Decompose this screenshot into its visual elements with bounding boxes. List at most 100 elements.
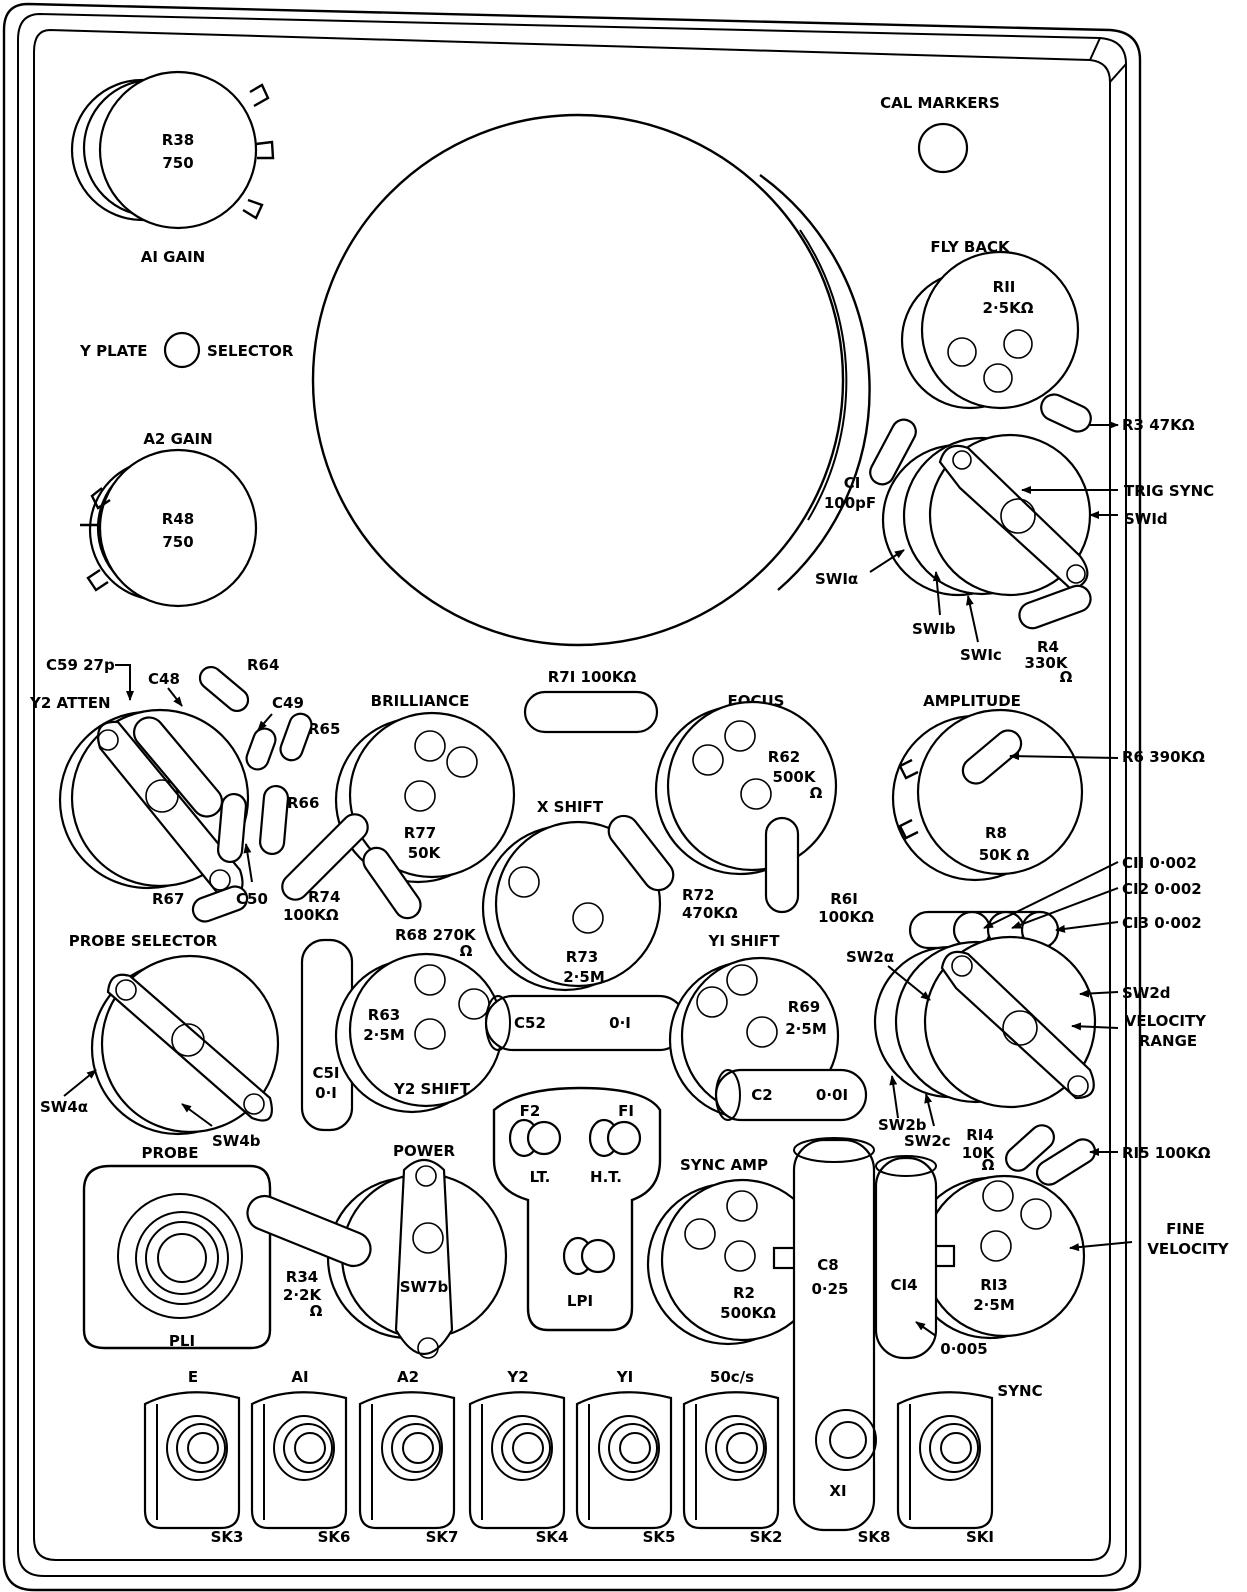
velocity-range-text-line2: RANGE <box>1139 1032 1197 1050</box>
socket-id-sk8: SK8 <box>858 1528 891 1546</box>
r65-label: R65 <box>308 720 340 738</box>
lp1-lamp[interactable] <box>562 1236 616 1276</box>
velocity-range-switch[interactable] <box>873 935 1097 1109</box>
r4-ohm: Ω <box>1060 668 1073 686</box>
r13-label: RI3 <box>980 1276 1008 1294</box>
r64-label: R64 <box>247 656 279 674</box>
r48-value: 750 <box>162 533 193 551</box>
sw1d-label: SWId <box>1124 510 1168 528</box>
velocity-range-text: VELOCITY <box>1125 1012 1207 1030</box>
socket-id-ski: SKI <box>966 1528 994 1546</box>
c48-label: C48 <box>148 670 180 688</box>
sw2d-label: SW2d <box>1122 984 1171 1002</box>
r71-resistor <box>523 690 659 734</box>
r68-ohm: Ω <box>460 942 473 960</box>
trig-sync-label: TRIG SYNC <box>1124 482 1214 500</box>
r74-value: 100KΩ <box>283 906 339 924</box>
r77-label: R77 <box>404 824 436 842</box>
velocity-range-label: VELOCITY RANGE <box>1125 1012 1212 1050</box>
sw1a-label: SWIα <box>815 570 858 588</box>
focus-pot[interactable]: R62 500K Ω <box>654 700 838 876</box>
a2-gain-pot[interactable]: R48 750 <box>80 448 258 608</box>
y2-shift-pot[interactable]: R63 2·5M Y2 SHIFT <box>334 952 504 1114</box>
power-switch[interactable] <box>242 1158 508 1359</box>
fly-back-pot[interactable]: RII 2·5KΩ <box>900 250 1080 410</box>
y-plate-label: Y PLATE <box>79 342 148 360</box>
ht-lamp[interactable] <box>588 1118 642 1158</box>
probe-connector-pl1[interactable] <box>82 1164 272 1350</box>
panel-frame <box>2 2 1142 1592</box>
lt-lamp[interactable] <box>508 1118 562 1158</box>
fine-velocity-text: FINE <box>1166 1220 1205 1238</box>
r62-label: R62 <box>768 748 800 766</box>
y-plate-selector-button[interactable] <box>163 331 201 369</box>
c13-label: CI3 0·002 <box>1122 914 1202 932</box>
cal-markers-label: CAL MARKERS <box>880 94 1000 112</box>
r4-resistor <box>1018 584 1092 630</box>
pl1-label: PLI <box>169 1332 195 1350</box>
sw1-switch[interactable] <box>881 433 1092 597</box>
r69-label: R69 <box>788 998 820 1016</box>
r63-label: R63 <box>368 1006 400 1024</box>
cal-markers-button[interactable] <box>917 122 969 174</box>
lp1-label: LPI <box>567 1292 593 1310</box>
fine-velocity-pot[interactable]: RI3 2·5M <box>908 1174 1086 1340</box>
r69-value: 2·5M <box>785 1020 827 1038</box>
sw2b-label: SW2b <box>878 1116 927 1134</box>
y1-shift-label: YI SHIFT <box>707 932 780 950</box>
c52-label: C52 <box>514 1014 546 1032</box>
r6-label: R6 390KΩ <box>1122 748 1205 766</box>
r11-label: RII <box>993 278 1016 296</box>
brilliance-pot[interactable]: R77 50K <box>334 711 516 884</box>
r72-value: 470KΩ <box>682 904 738 922</box>
x-shift-pot[interactable]: R73 2·5M <box>481 810 679 992</box>
probe-selector-switch[interactable] <box>90 954 280 1136</box>
r13-value: 2·5M <box>973 1296 1015 1314</box>
r71-label: R7I 100KΩ <box>548 668 637 686</box>
c49-label: C49 <box>272 694 304 712</box>
amplitude-pot[interactable]: R8 50K Ω <box>891 708 1084 882</box>
sw2c-label: SW2c <box>904 1132 951 1150</box>
sync-amp-pot[interactable]: R2 500KΩ <box>646 1178 824 1346</box>
y2-atten-label: Y2 ATTEN <box>29 694 111 712</box>
socket-label-1: E <box>188 1368 198 1386</box>
c51-label: C5I <box>312 1064 339 1082</box>
r77-value: 50K <box>408 844 442 862</box>
c1-value: 100pF <box>824 494 876 512</box>
r2-value: 500KΩ <box>720 1304 776 1322</box>
sw1b-label: SWIb <box>912 620 956 638</box>
y2-shift-label: Y2 SHIFT <box>393 1080 471 1098</box>
socket-label-6: 50c/s <box>710 1368 754 1386</box>
socket-label-8: SYNC <box>997 1382 1042 1400</box>
socket-label-7: XI <box>829 1482 846 1500</box>
c52-value: 0·I <box>609 1014 631 1032</box>
c8-value: 0·25 <box>811 1280 848 1298</box>
sync-amp-label: SYNC AMP <box>680 1156 768 1174</box>
y2-atten-switch[interactable] <box>58 663 315 925</box>
c11-label: CII 0·002 <box>1122 854 1197 872</box>
r8-value: 50K Ω <box>979 846 1030 864</box>
c14-label: CI4 <box>890 1276 917 1294</box>
r34-ohm: Ω <box>310 1302 323 1320</box>
c50-label: C50 <box>236 890 268 908</box>
power-label: POWER <box>393 1142 456 1160</box>
socket-sk8[interactable]: XI SK8 <box>815 1409 891 1546</box>
a1-gain-pot[interactable]: R38 750 <box>70 70 275 230</box>
c12-label: CI2 0·002 <box>1122 880 1202 898</box>
r14-ohm: Ω <box>982 1156 995 1174</box>
selector-label: SELECTOR <box>207 342 294 360</box>
r72-label: R72 <box>682 886 714 904</box>
x-shift-label: X SHIFT <box>537 798 604 816</box>
r48-label: R48 <box>162 510 194 528</box>
socket-ski[interactable]: SYNC SKI <box>896 1382 1043 1546</box>
r14-label: RI4 <box>966 1126 994 1144</box>
r14-resistor <box>1005 1124 1055 1172</box>
r73-label: R73 <box>566 948 598 966</box>
r74-label: R74 <box>308 888 340 906</box>
